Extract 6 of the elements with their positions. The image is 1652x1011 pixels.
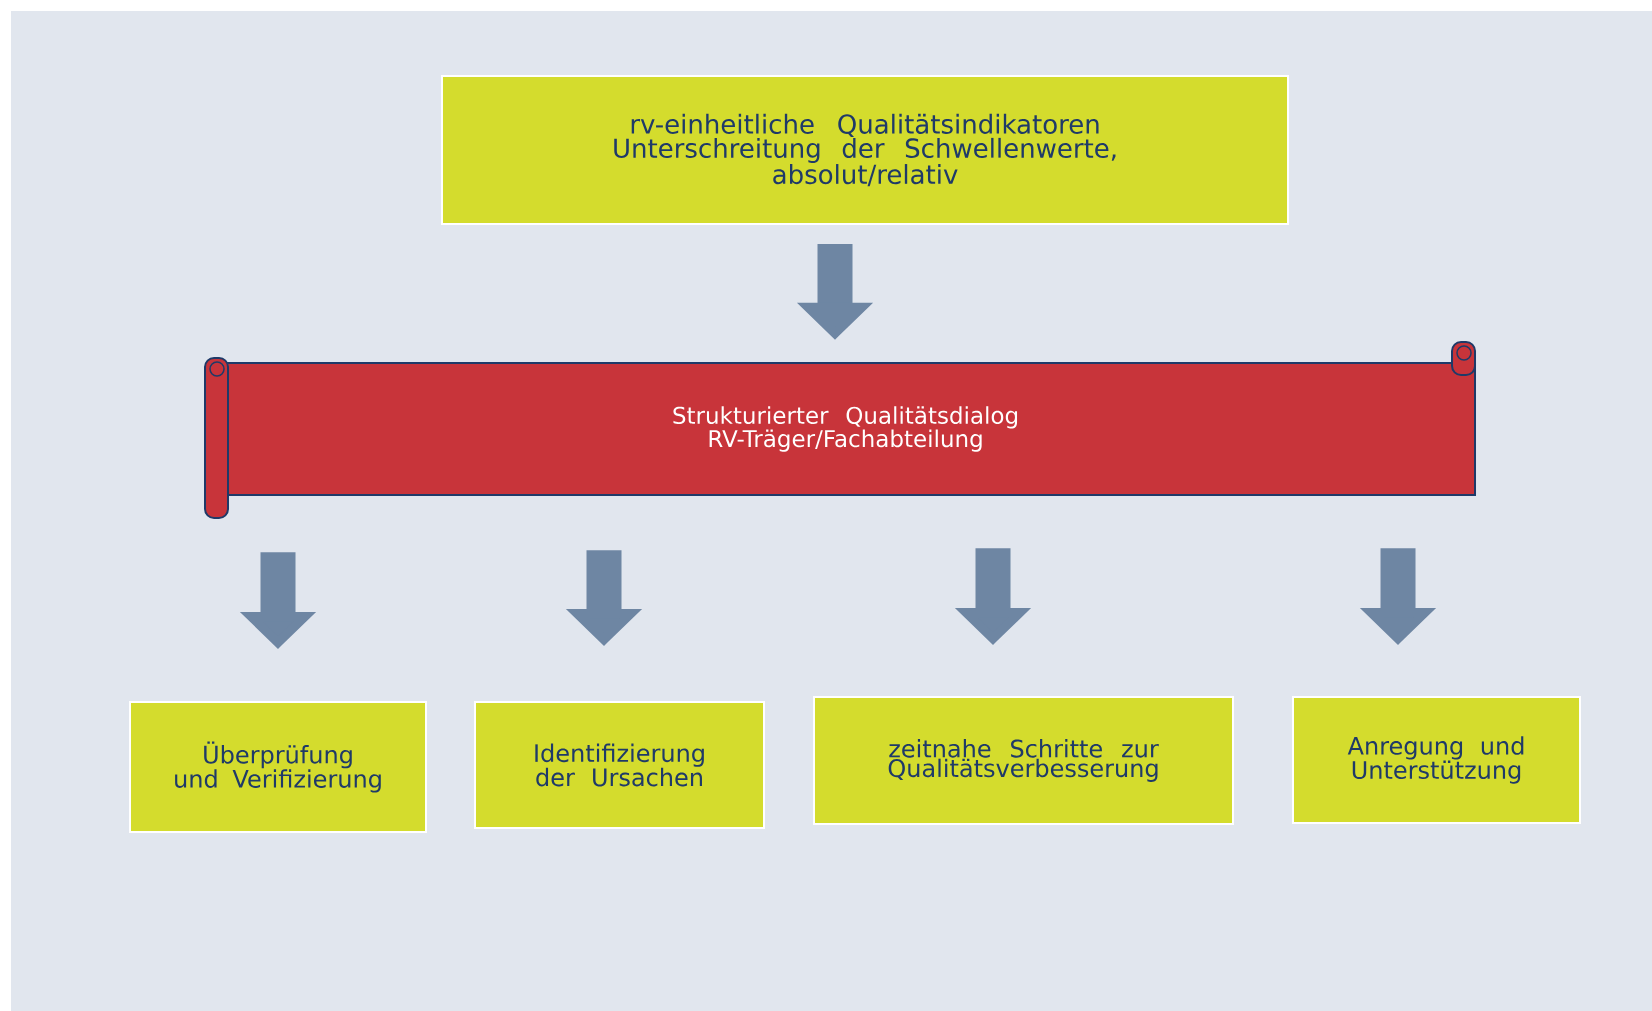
text-box: Identifizierung der Ursachen	[474, 701, 765, 829]
text-box: Überprüfung und Verifizierung	[129, 701, 427, 833]
text-box: Anregung und Unterstützung	[1292, 696, 1581, 824]
scroll-banner: Strukturierter Qualitätsdialog RV-Träger/Fachabteilung	[204, 341, 1476, 519]
text-box: zeitnahe Schritte zur Qualitätsverbesserung	[813, 696, 1234, 825]
text-box: rv-einheitliche Qualitätsindikatoren Unterschreitung der Schwellenwerte, absolut/relativ	[441, 75, 1289, 225]
